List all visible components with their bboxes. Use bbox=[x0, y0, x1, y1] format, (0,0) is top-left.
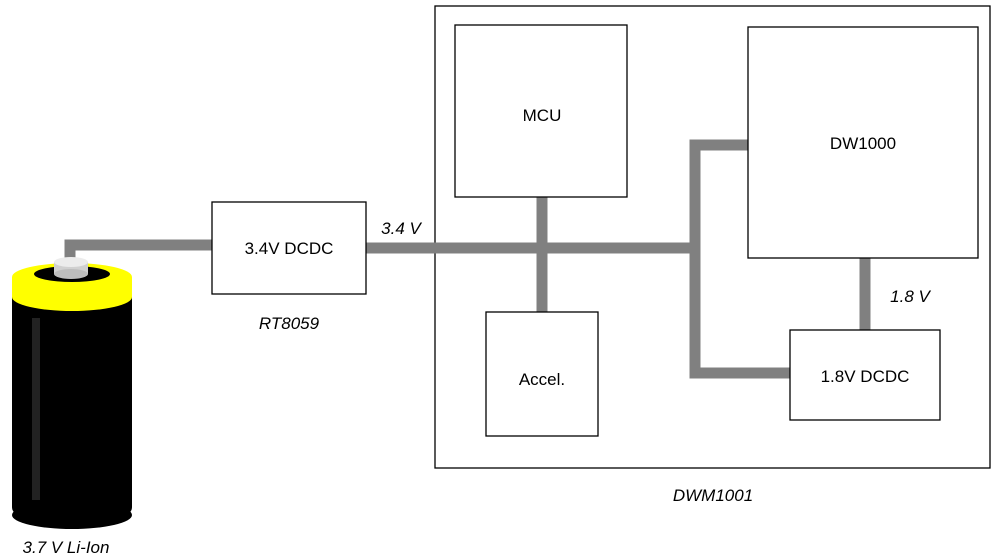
accel-block bbox=[485, 311, 599, 437]
rail-3v4-label: 3.4 V bbox=[381, 219, 422, 238]
battery-icon bbox=[12, 257, 132, 529]
accel-label: Accel. bbox=[519, 370, 565, 389]
mcu-block bbox=[454, 24, 628, 198]
dw1000-block bbox=[747, 26, 979, 259]
mcu-label: MCU bbox=[523, 106, 562, 125]
dcdc-1v8-block bbox=[789, 329, 941, 421]
dw1000-dcdc18-feed-wire bbox=[689, 139, 790, 379]
rail-1v8-label: 1.8 V bbox=[890, 287, 931, 306]
dw1000-label: DW1000 bbox=[830, 134, 896, 153]
module-name-label: DWM1001 bbox=[673, 486, 753, 505]
dcdc-part-number: RT8059 bbox=[259, 314, 320, 333]
battery-label: 3.7 V Li-Ion bbox=[23, 538, 110, 557]
dcdc-3v4-label: 3.4V DCDC bbox=[245, 239, 334, 258]
dcdc-3v4-block bbox=[211, 201, 367, 295]
dcdc-1v8-label: 1.8V DCDC bbox=[821, 367, 910, 386]
